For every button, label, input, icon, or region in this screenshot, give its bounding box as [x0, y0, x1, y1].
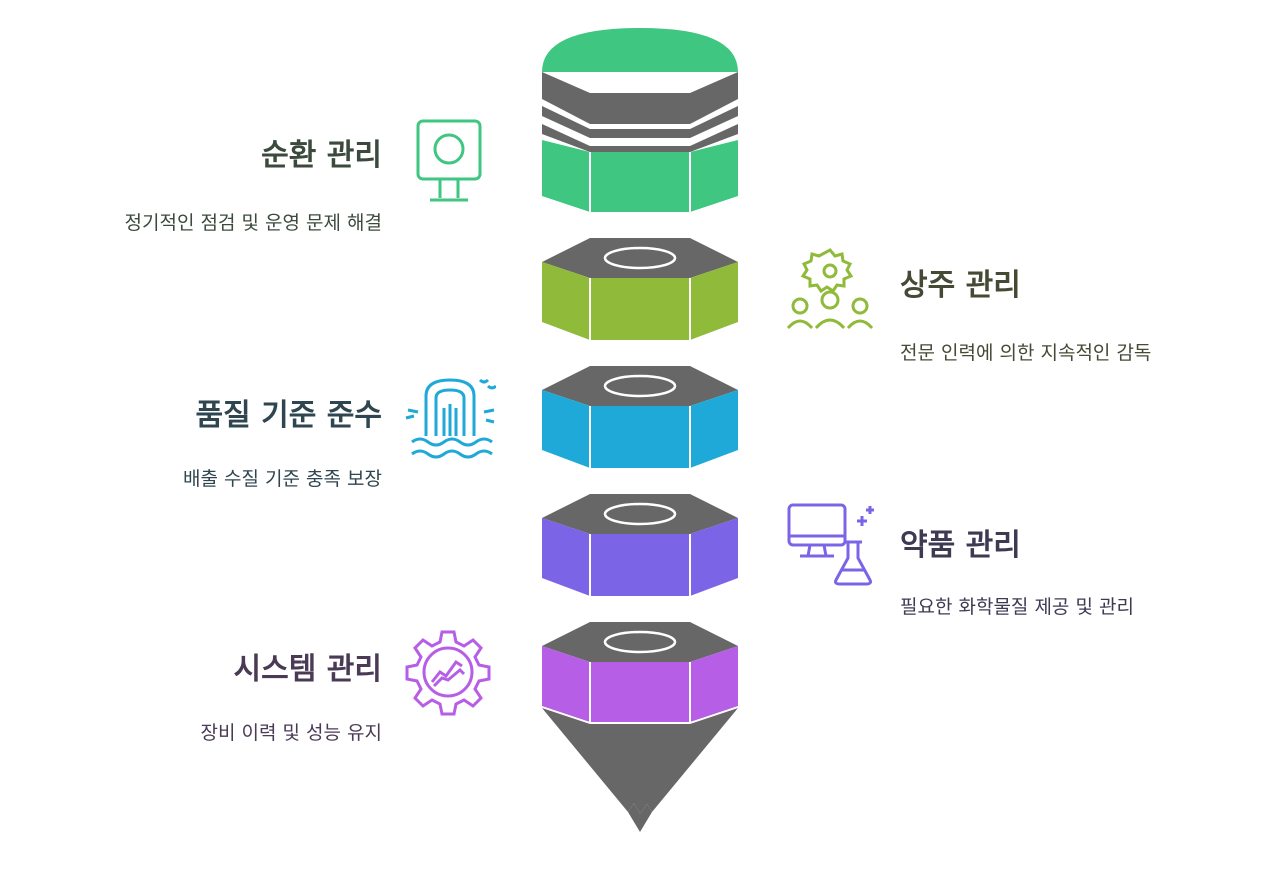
stage-5-description: 장비 이력 및 성능 유지 [200, 722, 382, 744]
monitor-flask-icon [787, 503, 874, 586]
stage-5-nut [542, 622, 738, 722]
gear-chart-icon [405, 630, 491, 716]
stage-4-nut [542, 494, 738, 596]
stage-4-title: 약품 관리 [900, 528, 1021, 563]
drill-tip [542, 708, 738, 832]
stage-2-description: 전문 인력에 의한 지속적인 감독 [900, 342, 1152, 364]
stage-5-title: 시스템 관리 [233, 652, 382, 687]
monitor-stand-icon [416, 119, 482, 202]
stage-1-title: 순환 관리 [261, 138, 382, 173]
stage-3-description: 배출 수질 기준 충족 보장 [183, 468, 382, 490]
stage-4-description: 필요한 화학물질 제공 및 관리 [900, 596, 1134, 618]
stage-1-description: 정기적인 점검 및 운영 문제 해결 [124, 212, 382, 234]
stage-2-nut [542, 238, 738, 340]
stage-3-title: 품질 기준 준수 [195, 398, 383, 433]
top-cap [542, 28, 738, 212]
stage-3-nut [542, 366, 738, 468]
team-gear-icon [786, 248, 874, 330]
water-outlet-icon [405, 378, 496, 459]
stage-2-title: 상주 관리 [900, 268, 1021, 303]
